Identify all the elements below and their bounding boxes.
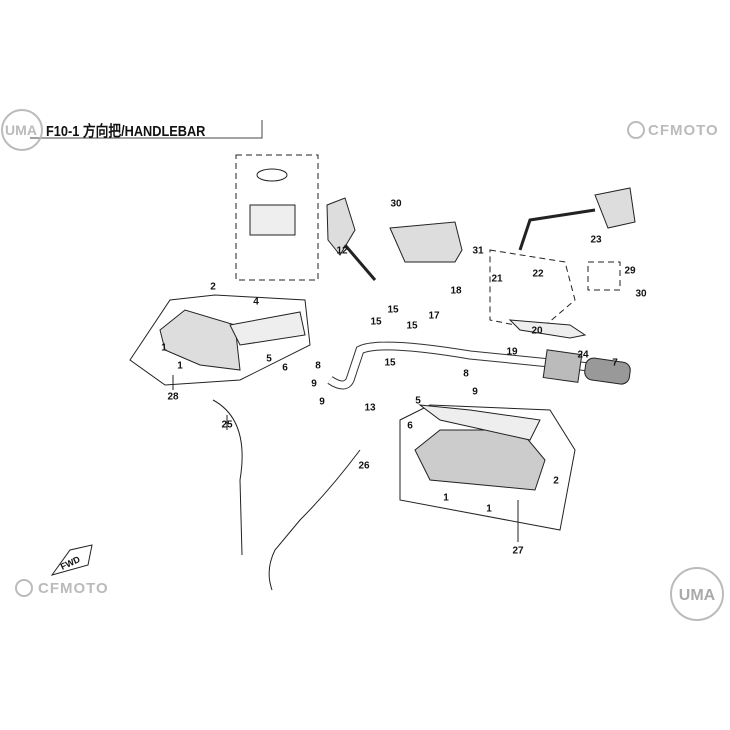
fwd-arrow-icon [50,544,93,576]
callout-5b[interactable]: 5 [415,395,421,407]
callout-21[interactable]: 21 [491,273,503,285]
callout-27[interactable]: 27 [512,545,524,557]
uma-logo-text-top: UMA [5,122,37,138]
callout-22[interactable]: 22 [532,268,544,280]
uma-logo-text: UMA [679,587,716,604]
callout-15[interactable]: 15 [387,304,399,316]
callout-30b[interactable]: 30 [635,288,647,300]
callout-17[interactable]: 17 [428,310,440,322]
callout-15b[interactable]: 15 [406,320,418,332]
callout-9[interactable]: 9 [311,378,317,390]
callout-24[interactable]: 24 [577,349,589,361]
callout-28[interactable]: 28 [167,391,179,403]
left-mirror [326,197,356,256]
callout-6b[interactable]: 6 [407,420,413,432]
right-grip [584,357,631,385]
callout-23[interactable]: 23 [590,234,602,246]
callout-8b[interactable]: 8 [463,368,469,380]
page-title: F10-1 方向把/HANDLEBAR [46,123,206,140]
callout-18[interactable]: 18 [450,285,462,297]
cover-part [389,221,463,263]
cfmoto-logo-top: CFMOTO [648,122,719,139]
callout-7[interactable]: 7 [612,357,618,369]
right-mirror [594,187,636,229]
callout-30[interactable]: 30 [390,198,402,210]
cable-26 [268,449,361,591]
cfmoto-logo-icon-bottom [15,579,33,597]
callout-1c[interactable]: 1 [443,492,449,504]
callout-13[interactable]: 13 [364,402,376,414]
callout-9b[interactable]: 9 [319,396,325,408]
callout-5[interactable]: 5 [266,353,272,365]
callout-29[interactable]: 29 [624,265,636,277]
callout-1d[interactable]: 1 [486,503,492,515]
cfmoto-logo-icon [627,121,645,139]
switch-group-box [235,154,319,281]
callout-1b[interactable]: 1 [177,360,183,372]
cable-25 [212,399,243,556]
callout-9c[interactable]: 9 [472,386,478,398]
callout-19[interactable]: 19 [506,346,518,358]
callout-20[interactable]: 20 [531,325,543,337]
callout-4[interactable]: 4 [253,296,259,308]
callout-26[interactable]: 26 [358,460,370,472]
clutch-lever [508,319,587,339]
right-handguard [414,429,546,491]
callout-15c[interactable]: 15 [370,316,382,328]
callout-25[interactable]: 25 [221,419,233,431]
callout-12[interactable]: 12 [336,245,348,257]
left-handguard [159,309,241,371]
uma-logo-ring-icon [1,109,43,151]
uma-logo-ring-icon-bottom [670,567,724,621]
callout-31[interactable]: 31 [472,245,484,257]
callout-2b[interactable]: 2 [553,475,559,487]
cfmoto-logo-bottom: CFMOTO [38,580,109,597]
callout-2[interactable]: 2 [210,281,216,293]
callout-8[interactable]: 8 [315,360,321,372]
callout-1[interactable]: 1 [161,342,167,354]
callout-15d[interactable]: 15 [384,357,396,369]
callout-6[interactable]: 6 [282,362,288,374]
